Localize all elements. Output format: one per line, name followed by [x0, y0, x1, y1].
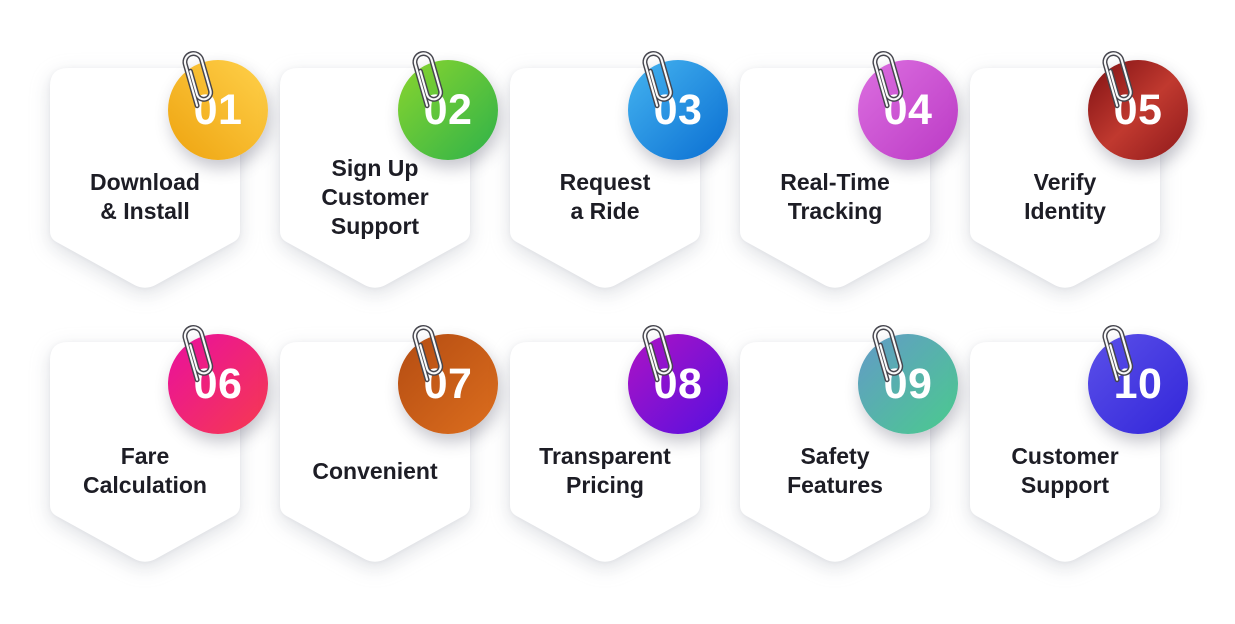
- paperclip-icon: [642, 51, 674, 109]
- paperclip-icon: [872, 51, 904, 109]
- step-card: 01 Download & Install: [50, 51, 268, 290]
- step-number-badge: 09: [858, 334, 958, 434]
- paperclip-icon: [182, 51, 214, 109]
- step-number-badge: 01: [168, 60, 268, 160]
- step-card: 04 Real-Time Tracking: [740, 51, 958, 290]
- paperclip-icon: [642, 325, 674, 383]
- paperclip-icon: [182, 325, 214, 383]
- step-number-badge: 03: [628, 60, 728, 160]
- step-number: 01: [193, 85, 243, 134]
- step-number: 10: [1113, 359, 1163, 408]
- paperclip-icon: [872, 325, 904, 383]
- step-label: Convenient: [312, 457, 438, 484]
- step-card: 10 Customer Support: [970, 325, 1188, 564]
- step-number: 04: [883, 85, 933, 134]
- step-number-badge: 02: [398, 60, 498, 160]
- step-card: 06 Fare Calculation: [50, 325, 268, 564]
- step-number-badge: 08: [628, 334, 728, 434]
- step-label: Request a Ride: [559, 169, 651, 224]
- step-number: 03: [653, 85, 703, 134]
- step-label: Sign Up Customer Support: [321, 154, 429, 239]
- step-number: 02: [423, 85, 473, 134]
- step-number: 09: [883, 359, 933, 408]
- step-card: 09 Safety Features: [740, 325, 958, 564]
- step-label: Real-Time Tracking: [780, 169, 890, 224]
- step-number: 08: [653, 359, 703, 408]
- step-label: Transparent Pricing: [539, 443, 671, 498]
- step-label: Verify Identity: [1024, 169, 1106, 224]
- paperclip-icon: [1102, 51, 1134, 109]
- step-number: 05: [1113, 85, 1163, 134]
- step-label: Fare Calculation: [83, 443, 207, 498]
- step-number-badge: 05: [1088, 60, 1188, 160]
- step-number: 07: [423, 359, 473, 408]
- step-card: 08 Transparent Pricing: [510, 325, 728, 564]
- step-number-badge: 06: [168, 334, 268, 434]
- paperclip-icon: [412, 51, 444, 109]
- step-label: Download & Install: [90, 169, 200, 224]
- paperclip-icon: [1102, 325, 1134, 383]
- step-number: 06: [193, 359, 243, 408]
- step-card: 03 Request a Ride: [510, 51, 728, 290]
- step-number-badge: 07: [398, 334, 498, 434]
- step-label: Safety Features: [787, 443, 883, 498]
- step-card: 05 Verify Identity: [970, 51, 1188, 290]
- step-card: 07 Convenient: [280, 325, 498, 564]
- step-number-badge: 04: [858, 60, 958, 160]
- step-label: Customer Support: [1011, 443, 1119, 498]
- step-card: 02 Sign Up Customer Support: [280, 51, 498, 290]
- step-number-badge: 10: [1088, 334, 1188, 434]
- paperclip-icon: [412, 325, 444, 383]
